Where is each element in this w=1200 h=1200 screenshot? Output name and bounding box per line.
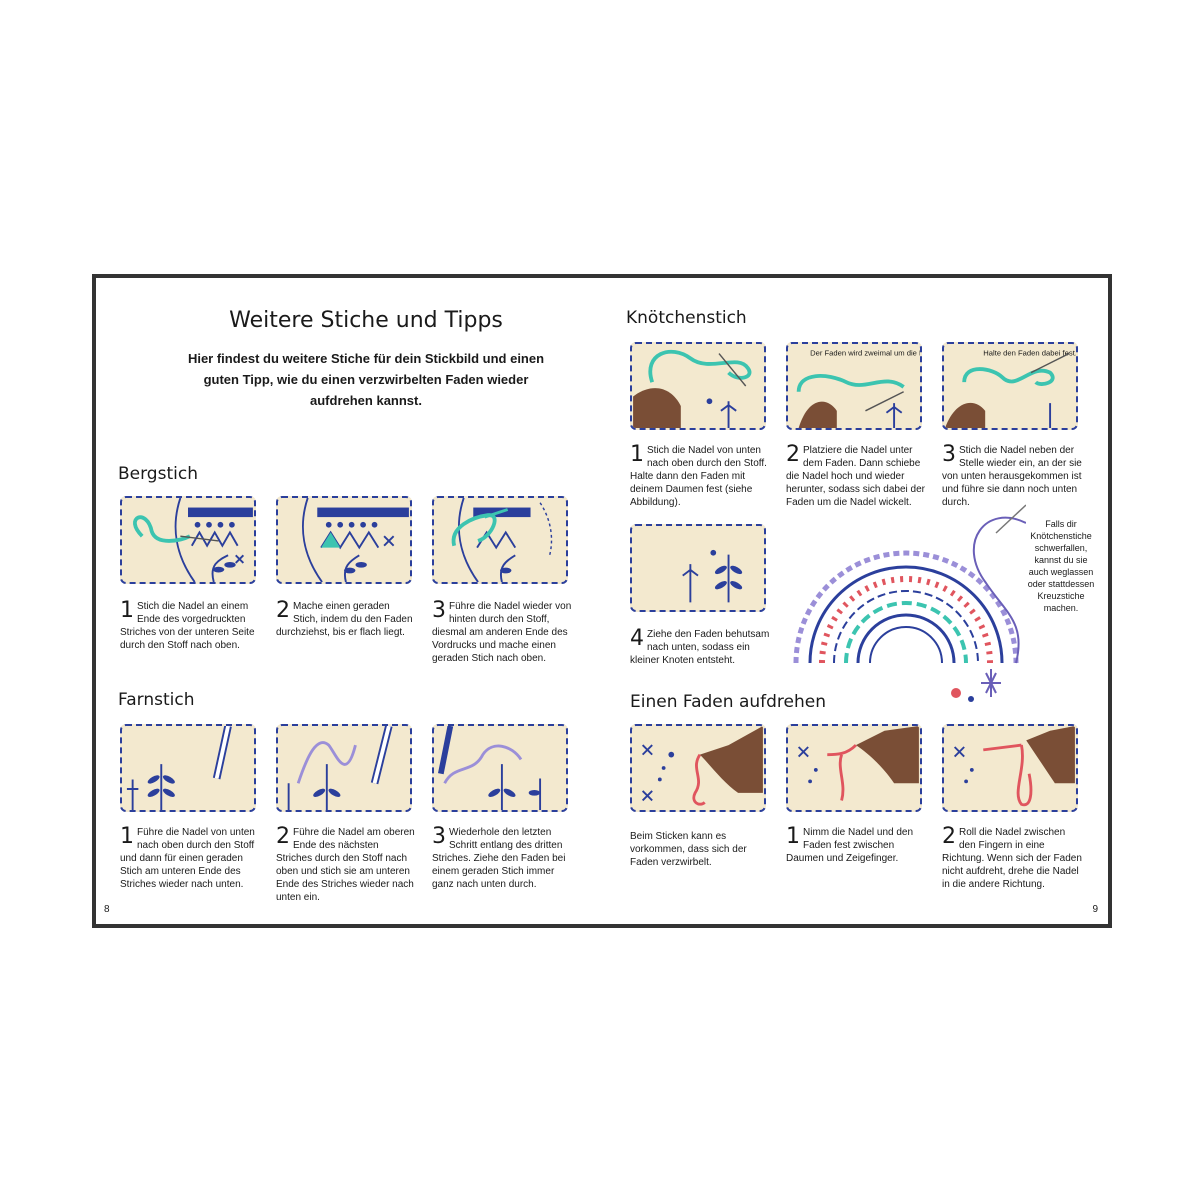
knoetchenstich-tip: Falls dir Knötchenstiche schwerfallen, k… xyxy=(1027,519,1095,613)
farnstich-illustration-1 xyxy=(126,726,232,810)
aufdrehen-illustration-3 xyxy=(953,726,1075,807)
rainbow-illustration xyxy=(793,504,1026,702)
bergstich-illustration-1 xyxy=(133,498,253,582)
knoetchenstich-panel-4 xyxy=(630,524,766,612)
knoetchenstich-label-1: Der Faden wird zweimal um die Nadel gewi… xyxy=(810,348,920,357)
knoetchenstich-panel-1 xyxy=(630,342,766,430)
bergstich-panel-1 xyxy=(120,496,256,584)
knoetchenstich-illustration-4 xyxy=(682,549,743,603)
farnstich-illustration-3 xyxy=(438,726,542,810)
page-number-left: 8 xyxy=(104,904,110,915)
farnstich-panel-3 xyxy=(432,724,568,812)
aufdrehen-illustration-1 xyxy=(641,726,763,806)
section-title-farnstich: Farnstich xyxy=(118,690,195,710)
page-number-right: 9 xyxy=(1092,904,1098,915)
bergstich-illustration-2 xyxy=(302,498,409,582)
section-title-bergstich: Bergstich xyxy=(118,464,198,484)
aufdrehen-panel-2 xyxy=(786,724,922,812)
knoetchenstich-illustration-3: Halte den Faden dabei fest. xyxy=(945,348,1076,428)
knoetchenstich-panel-2: Der Faden wird zweimal um die Nadel gewi… xyxy=(786,342,922,430)
aufdrehen-illustration-2 xyxy=(797,726,919,801)
section-title-aufdrehen: Einen Faden aufdrehen xyxy=(630,692,826,712)
knoetchenstich-label-2: Halte den Faden dabei fest. xyxy=(983,348,1076,357)
page-intro: Hier findest du weitere Stiche für dein … xyxy=(187,351,545,408)
aufdrehen-panel-1 xyxy=(630,724,766,812)
farnstich-panel-1 xyxy=(120,724,256,812)
bergstich-panel-3 xyxy=(432,496,568,584)
aufdrehen-intro: Beim Sticken kann es vorkommen, dass sic… xyxy=(630,831,747,868)
bergstich-illustration-3 xyxy=(451,498,553,582)
farnstich-panel-2 xyxy=(276,724,412,812)
book-spread: Weitere Stiche und Tipps Hier findest du… xyxy=(92,274,1112,928)
bergstich-panel-2 xyxy=(276,496,412,584)
farnstich-illustration-2 xyxy=(287,726,393,810)
aufdrehen-panel-3 xyxy=(942,724,1078,812)
page-title: Weitere Stiche und Tipps xyxy=(229,308,503,333)
knoetchenstich-illustration-1 xyxy=(633,349,752,428)
section-title-knoetchenstich: Knötchenstich xyxy=(626,308,747,328)
knoetchenstich-panel-3: Halte den Faden dabei fest. xyxy=(942,342,1078,430)
knoetchenstich-illustration-2: Der Faden wird zweimal um die Nadel gewi… xyxy=(796,348,920,428)
